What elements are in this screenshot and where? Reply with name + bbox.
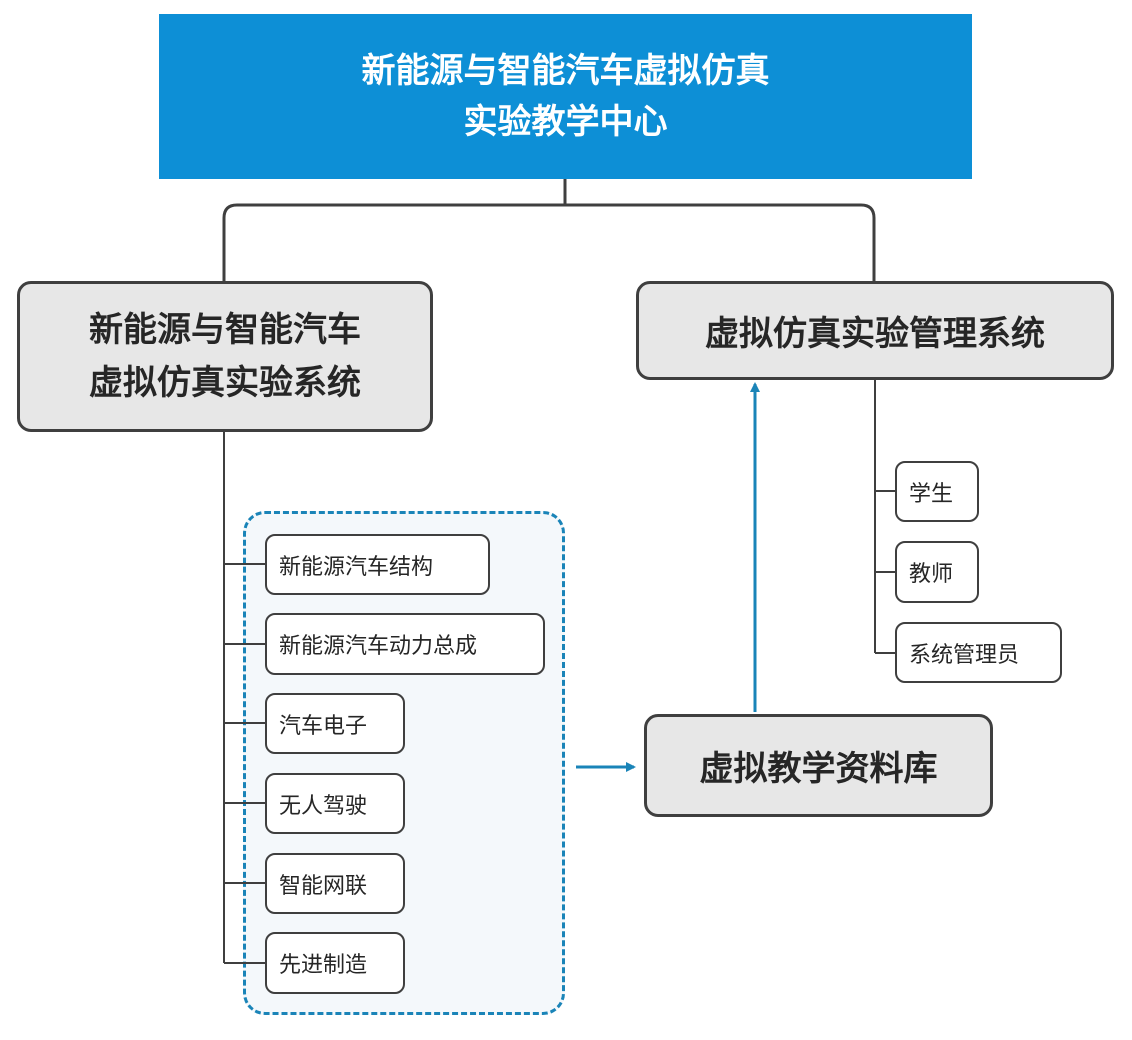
module-item: 无人驾驶	[265, 773, 405, 834]
role-label: 系统管理员	[909, 642, 1020, 668]
role-item: 教师	[895, 541, 979, 603]
module-label: 汽车电子	[279, 713, 368, 739]
simulation-system-box: 新能源与智能汽车 虚拟仿真实验系统	[17, 281, 433, 432]
root-title-line2: 实验教学中心	[463, 101, 668, 142]
role-item: 学生	[895, 461, 979, 522]
module-item: 汽车电子	[265, 693, 405, 754]
module-item: 新能源汽车动力总成	[265, 613, 545, 675]
module-label: 新能源汽车结构	[279, 554, 434, 580]
management-system-box: 虚拟仿真实验管理系统	[636, 281, 1114, 380]
management-system-label: 虚拟仿真实验管理系统	[705, 314, 1045, 354]
module-label: 先进制造	[279, 953, 368, 978]
teaching-library-box: 虚拟教学资料库	[644, 714, 993, 817]
modules-group-container	[243, 511, 565, 1015]
module-item: 新能源汽车结构	[265, 534, 490, 595]
role-item: 系统管理员	[895, 622, 1062, 683]
root-title-line1: 新能源与智能汽车虚拟仿真	[361, 50, 770, 91]
branch-connector	[222, 203, 876, 281]
teaching-library-label: 虚拟教学资料库	[699, 749, 938, 789]
module-label: 新能源汽车动力总成	[279, 634, 478, 659]
root-title-box: 新能源与智能汽车虚拟仿真 实验教学中心	[159, 14, 972, 179]
role-label: 教师	[909, 562, 954, 587]
module-label: 智能网联	[279, 873, 368, 899]
simulation-system-line1: 新能源与智能汽车	[89, 309, 361, 350]
simulation-system-line2: 虚拟仿真实验系统	[89, 362, 361, 403]
role-label: 学生	[909, 481, 954, 507]
module-label: 无人驾驶	[279, 793, 368, 819]
module-item: 先进制造	[265, 932, 405, 994]
module-item: 智能网联	[265, 853, 405, 914]
